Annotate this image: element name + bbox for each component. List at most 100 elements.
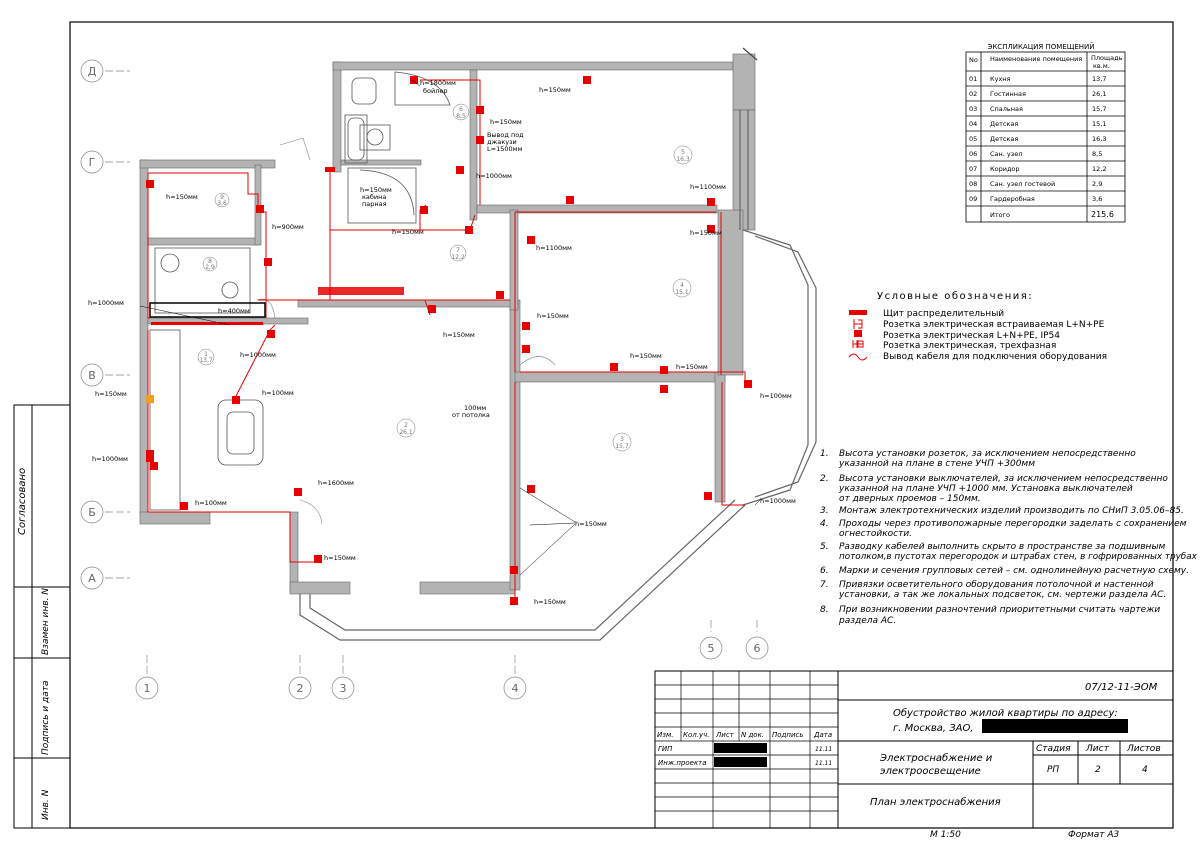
tb-role-eng-date: 11.11: [815, 760, 832, 767]
legend-socket-3ph-symbol: [852, 340, 864, 348]
room-2-no: 2: [404, 422, 408, 429]
ceiling-2: от потолка: [452, 411, 490, 419]
tb-sheet-title: План электроснабжения: [870, 796, 1001, 808]
expl-row-no: 01: [969, 75, 977, 83]
expl-row-name: Детская: [990, 120, 1018, 128]
h-bed3-150: h=150мм: [575, 520, 607, 528]
room-4-area: 15,1: [675, 289, 689, 296]
expl-row-no: 09: [969, 195, 977, 203]
expl-row-name: Сан. узел гостевой: [990, 180, 1055, 188]
axis-row-v: В: [88, 369, 96, 382]
legend-cable-outlet-symbol: [848, 353, 868, 361]
tb-head-kol: Кол.уч.: [683, 731, 709, 739]
room-2-area: 26,1: [399, 429, 413, 436]
title-block-text: Изм. Кол.уч. Лист N док. Подпись Дата ГИ…: [657, 682, 1161, 840]
h-left-1000: h=1000мм: [88, 299, 124, 307]
axis-row-g: Г: [89, 156, 96, 169]
legend-item-cable-outlet: Вывод кабеля для подключения оборудовани…: [883, 352, 1107, 362]
tb-head-izm: Изм.: [657, 731, 673, 739]
jacuzzi-1: Вывод под: [487, 131, 524, 139]
room-5-no: 5: [681, 149, 685, 156]
h-bed3-1000: h=1000мм: [760, 497, 796, 505]
axis-col-2: 2: [297, 682, 304, 695]
legend-item-socket-ip54: Розетка электрическая L+N+PE, IP54: [883, 331, 1060, 341]
expl-row-name: Кухня: [990, 75, 1011, 83]
note-8-line: раздела АС.: [838, 616, 896, 626]
room-6-area: 8,5: [456, 113, 466, 120]
tb-role-eng: Инж.проекта: [658, 759, 707, 767]
expl-row-name: Детская: [990, 135, 1018, 143]
h-shower-150: h=150мм: [360, 186, 392, 194]
tb-role-gip: ГИП: [658, 745, 673, 753]
room-5-area: 16,3: [676, 156, 690, 163]
distribution-board: [151, 167, 404, 325]
room-3-area: 15,7: [615, 443, 629, 450]
h-wc-400: h=400мм: [218, 307, 250, 315]
note-6-num: 6.: [820, 566, 829, 576]
note-1-line: Высота установки розеток, за исключением…: [839, 449, 1136, 459]
note-3-num: 3.: [820, 506, 829, 516]
side-agreed: Согласовано: [17, 468, 28, 535]
side-inv-no: Инв. N: [41, 789, 51, 820]
tb-scale: М 1:50: [930, 830, 961, 840]
note-7-line: установки, а так же локальных подсветок,…: [838, 590, 1166, 600]
legend-board-symbol: [849, 310, 867, 315]
expl-row-name: Гостинная: [990, 90, 1026, 98]
axis-row-d: Д: [88, 65, 97, 78]
tb-section-line2: электроосвещение: [880, 766, 981, 777]
side-stamp: [13, 404, 71, 829]
bay-window: [299, 47, 817, 641]
expl-row-no: 02: [969, 90, 977, 98]
redactions: [714, 719, 1128, 767]
room-6-no: 6: [459, 106, 463, 113]
h-bed4-150d: h=150мм: [676, 363, 708, 371]
side-replaced-inv: Взамен инв. N: [41, 588, 51, 655]
tb-head-ndoc: N док.: [741, 731, 764, 739]
h-bed5-1100: h=1100мм: [690, 183, 726, 191]
tb-sheets: 4: [1142, 765, 1148, 775]
legend: Условные обозначения: Щит распределитель…: [848, 291, 1107, 362]
expl-row-area: 2,9: [1092, 180, 1102, 188]
h-bed4-1100: h=1100мм: [536, 244, 572, 252]
tb-head-sign: Подпись: [772, 731, 804, 739]
axis-col-3: 3: [340, 682, 347, 695]
note-7-num: 7.: [820, 580, 829, 590]
tb-format: Формат А3: [1068, 830, 1120, 840]
note-2-line: Высота установки выключателей, за исключ…: [839, 474, 1168, 484]
note-5-line: потолком,в пустотах перегородок и штраба…: [839, 552, 1198, 562]
h-kitchen-150: h=150мм: [166, 193, 198, 201]
expl-row-name: Сан. узел: [990, 150, 1022, 158]
expl-row-no: 07: [969, 165, 977, 173]
tb-role-gip-date: 11.11: [815, 746, 832, 753]
boiler-label: бойлер: [423, 87, 448, 95]
axis-col-6: 6: [754, 642, 761, 655]
shower-1: кабина: [362, 193, 386, 201]
expl-row-name: Гардеробная: [990, 195, 1035, 203]
note-6-line: Марки и сечения групповых сетей – см. од…: [839, 566, 1189, 576]
note-8-line: При возникновении разночтений приоритетн…: [839, 605, 1160, 615]
tb-sheet-label: Лист: [1085, 744, 1110, 754]
notes: 1. Высота установки розеток, за исключен…: [820, 449, 1198, 626]
h-living-150b: h=150мм: [324, 554, 356, 562]
tb-head-list: Лист: [715, 731, 735, 739]
room-4-no: 4: [680, 282, 684, 289]
note-4-line: Проходы через противопожарные перегородк…: [839, 519, 1187, 529]
h-bed5-150: h=150мм: [539, 86, 571, 94]
h-living-150: h=150мм: [443, 331, 475, 339]
note-2-line: указанной на плане УЧП +1000 мм. Установ…: [838, 484, 1133, 494]
expl-total-value: 215.6: [1091, 210, 1114, 219]
expl-row-area: 26,1: [1092, 90, 1106, 98]
expl-head-name: Наименование помещения: [990, 55, 1082, 63]
note-3-line: Монтаж электротехнических изделий произв…: [839, 506, 1184, 516]
h-bay-100: h=100мм: [760, 392, 792, 400]
note-7-line: Привязки осветительного оборудования пот…: [839, 580, 1154, 590]
room-1-area: 13,7: [199, 357, 213, 364]
grid-axes: Д Г В Б А 1 2 3 4 5 6: [80, 59, 769, 700]
height-callouts: h=150мм h=900мм h=1000мм h=400мм h=1000м…: [88, 79, 796, 606]
circuit-lines: [147, 79, 746, 600]
expl-total-label: Итого: [990, 211, 1010, 219]
expl-row-area: 16,3: [1092, 135, 1106, 143]
h-wardrobe-900: h=900мм: [272, 223, 304, 231]
axis-row-a: А: [88, 572, 96, 585]
axis-col-4: 4: [512, 682, 519, 695]
